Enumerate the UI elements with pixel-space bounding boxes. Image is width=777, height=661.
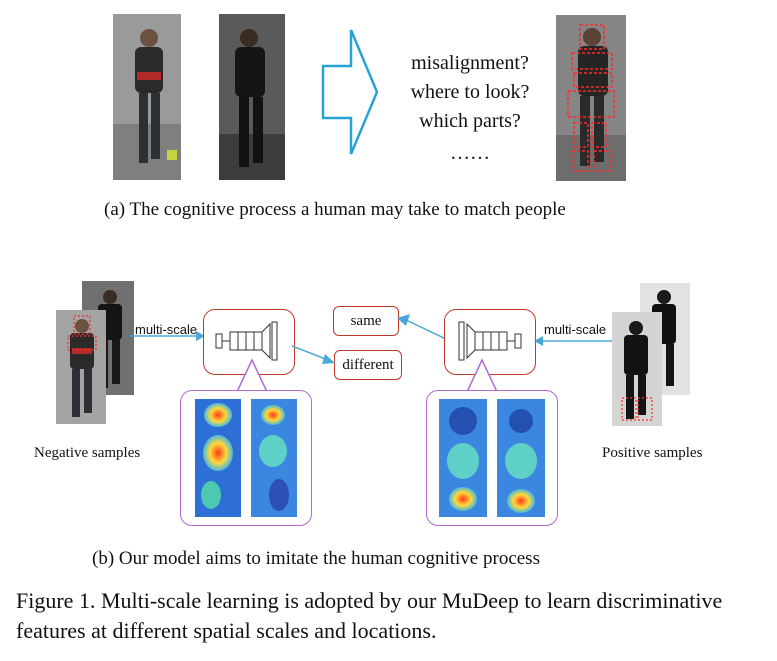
callout-pointer-left — [235, 358, 269, 395]
question-ellipsis: …… — [450, 142, 490, 164]
arrow-to-different — [292, 345, 335, 364]
caption-part-b: (b) Our model aims to imitate the human … — [92, 548, 540, 569]
caption-part-a: (a) The cognitive process a human may ta… — [104, 199, 566, 220]
heatmap-callout-right — [426, 390, 558, 526]
network-box-right — [444, 309, 536, 375]
photo-person-a2 — [219, 14, 285, 180]
multiscale-label-left: multi-scale — [135, 322, 198, 337]
negative-samples-label: Negative samples — [34, 445, 141, 461]
network-icon-right — [458, 321, 522, 361]
question-which-parts: which parts? — [419, 110, 521, 132]
heatmap-images-left — [195, 399, 297, 517]
arrow-left-to-network — [130, 331, 205, 341]
network-icon-left — [215, 321, 278, 361]
positive-samples-label: Positive samples — [602, 445, 703, 461]
heatmap-callout-left — [180, 390, 312, 526]
question-misalignment: misalignment? — [411, 52, 529, 74]
photo-positive-front — [612, 312, 662, 426]
multiscale-label-right: multi-scale — [544, 322, 607, 337]
photo-negative-front — [56, 310, 106, 424]
network-box-left — [203, 309, 295, 375]
output-same-box: same — [333, 306, 399, 336]
callout-pointer-right — [465, 358, 499, 395]
arrow-right-to-network — [534, 336, 615, 346]
photo-person-a3-attention — [556, 15, 626, 181]
question-where-to-look: where to look? — [410, 81, 530, 103]
photo-person-a1 — [113, 14, 181, 180]
big-arrow-icon — [321, 29, 379, 155]
heatmap-images-right — [439, 399, 545, 517]
output-different-box: different — [334, 350, 402, 380]
arrow-to-same — [397, 314, 448, 341]
figure-caption: Figure 1. Multi-scale learning is adopte… — [16, 588, 723, 643]
